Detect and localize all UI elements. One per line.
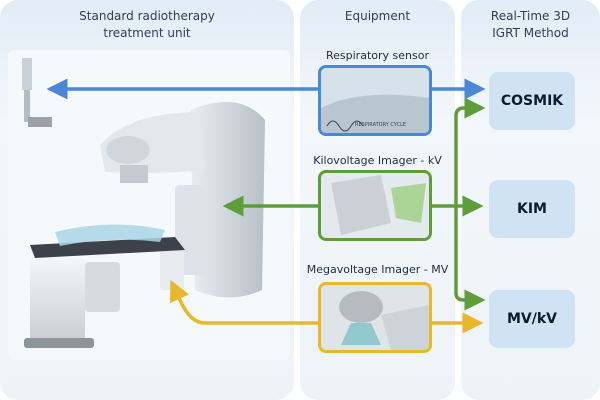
mv-imager-image	[318, 282, 432, 353]
equipment-header: Equipment	[344, 9, 411, 23]
mv-to-unit-arrow	[169, 279, 318, 325]
kim-method-box: KIM	[489, 180, 575, 238]
treatment-unit-header: Standard radiotherapy treatment unit	[79, 9, 215, 40]
respiratory-sensor-label: Respiratory sensor	[326, 49, 429, 62]
igrt-method-header: Real-Time 3D IGRT Method	[490, 9, 571, 40]
patient-couch-illustration	[24, 224, 185, 348]
cosmik-method-box: COSMIK	[489, 72, 575, 130]
mv-imager-label: Megavoltage Imager - MV	[306, 263, 449, 276]
kv-to-mvkv-arrow	[454, 206, 486, 311]
kv-imager-illustration	[321, 173, 429, 238]
kv-imager-image	[318, 170, 432, 241]
mv-imager-illustration	[321, 285, 429, 350]
mvkv-method-box: MV/kV	[489, 290, 575, 348]
kv-imager-label: Kilovoltage Imager - kV	[313, 154, 442, 167]
kv-to-cosmik-arrow	[454, 97, 486, 206]
respiratory-sensor-illustration	[321, 68, 429, 133]
ceiling-lamp-illustration	[22, 58, 52, 127]
respiratory-sensor-image	[318, 65, 432, 136]
respiratory-cycle-text: RESPIRATORY CYCLE	[355, 122, 407, 128]
